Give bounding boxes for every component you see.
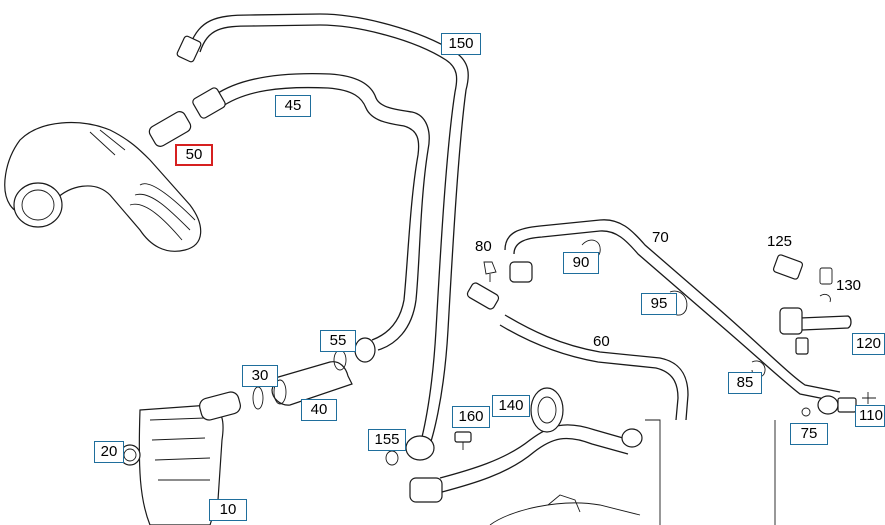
callout-95[interactable]: 95 xyxy=(641,293,677,315)
callout-85[interactable]: 85 xyxy=(728,372,762,394)
label-80: 80 xyxy=(475,238,492,255)
clamp-155 xyxy=(385,435,435,466)
engine-lower xyxy=(489,419,776,525)
label-70: 70 xyxy=(652,229,669,246)
engine-block-10 xyxy=(119,391,241,525)
callout-120[interactable]: 120 xyxy=(852,333,885,355)
callout-30[interactable]: 30 xyxy=(242,365,278,387)
callout-155[interactable]: 155 xyxy=(368,429,406,451)
sensor-125 xyxy=(772,254,833,303)
callout-20[interactable]: 20 xyxy=(94,441,124,463)
label-60: 60 xyxy=(593,333,610,350)
callout-150[interactable]: 150 xyxy=(441,33,481,55)
callout-55[interactable]: 55 xyxy=(320,330,356,352)
hose-60 xyxy=(466,261,689,421)
callout-160[interactable]: 160 xyxy=(452,406,490,428)
bolt-160 xyxy=(454,431,472,450)
intake-assembly xyxy=(4,122,202,252)
hose-45 xyxy=(148,35,430,351)
callout-50[interactable]: 50 xyxy=(175,144,213,166)
callout-10[interactable]: 10 xyxy=(209,499,247,521)
callout-140[interactable]: 140 xyxy=(492,395,530,417)
callout-45[interactable]: 45 xyxy=(275,95,311,117)
label-125: 125 xyxy=(767,233,793,250)
hose-150 xyxy=(189,13,469,451)
hose-70 xyxy=(504,219,841,403)
tube-40 xyxy=(252,337,376,410)
callout-40[interactable]: 40 xyxy=(301,399,337,421)
callout-75[interactable]: 75 xyxy=(790,423,828,445)
connector-120 xyxy=(779,307,852,355)
hose-140 xyxy=(409,387,643,503)
callout-90[interactable]: 90 xyxy=(563,252,599,274)
label-130: 130 xyxy=(836,277,862,294)
callout-110[interactable]: 110 xyxy=(855,405,885,427)
sensor-80 xyxy=(483,261,497,282)
